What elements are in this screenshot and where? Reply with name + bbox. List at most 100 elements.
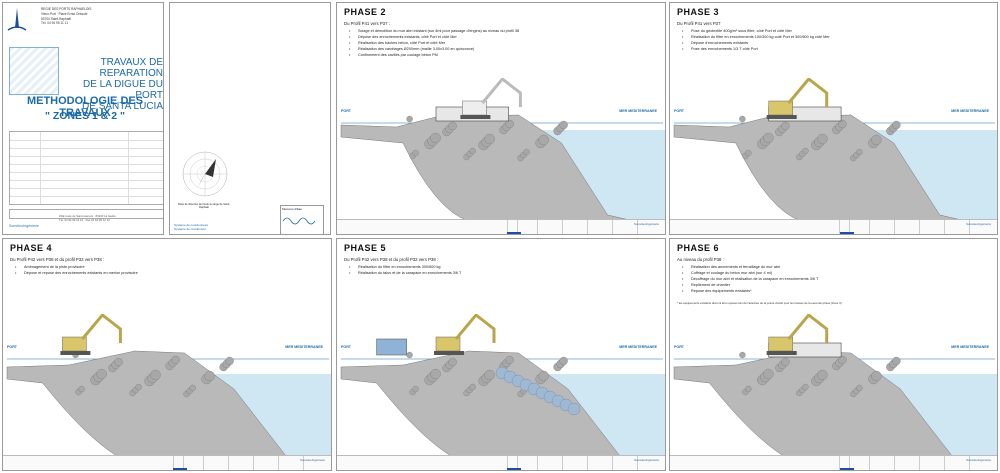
phase-task-item: Décoffrage du mur abri et réalisation de… [682, 276, 818, 282]
rock-block [559, 356, 568, 366]
phase-task-list: Sciage et démolition du mur abri existan… [344, 28, 519, 58]
regie-logo-icon [7, 8, 27, 31]
phase-task-item: Sciage et démolition du mur abri existan… [349, 28, 519, 34]
phase-title: PHASE 6 [677, 243, 720, 253]
rock-block [817, 133, 828, 145]
rock-block [781, 357, 790, 367]
rock-block [523, 148, 530, 156]
title-block: SoméleoIngénierie [670, 219, 997, 234]
breakwater-rocks [6, 350, 288, 457]
cross-section-drawing [673, 78, 997, 221]
rock-block [430, 368, 441, 380]
somelec-logo: SoméleoIngénierie [299, 458, 325, 462]
rock-block [817, 369, 828, 381]
coord-system: Système de coordonnées Système de nivell… [174, 223, 209, 231]
cover-footer-text: ZAE route de Saint-Laurent · 83130 La Ga… [59, 214, 116, 222]
phase-task-item: Repose des équipements existants* [682, 288, 818, 294]
somelec-logo: SoméleoIngénierie [9, 224, 39, 228]
cross-section-drawing [340, 314, 665, 457]
rock-block [856, 148, 863, 156]
methodology-title: METHODOLOGIE DES TRAVAUX [26, 95, 144, 119]
rock-block [745, 385, 752, 393]
phase-task-item: Dépose des enrochements existants, côté … [349, 34, 519, 40]
rock-block [781, 121, 790, 131]
rock-block [225, 356, 234, 366]
rock-block [78, 385, 85, 393]
excavator-icon [766, 78, 829, 119]
rock-block [204, 370, 215, 382]
phase-task-item: Réalisation du talus et de la carapace e… [349, 270, 461, 276]
phase-title: PHASE 5 [344, 243, 387, 253]
cover-project-title: TRAVAUX DE REPARATION DE LA DIGUE DU POR… [82, 57, 163, 112]
breakwater-rocks [673, 350, 954, 457]
port-label: PORT [341, 109, 351, 113]
sea-label: MER MEDITERRANEE [951, 345, 989, 349]
phase-task-item: Réalisation des bâches béton, côté Port … [349, 40, 519, 46]
regie-logo-icon [840, 457, 854, 470]
rock-block [739, 351, 746, 359]
rock-block [469, 383, 476, 391]
cover-address: REGIE DES PORTS RAPHAELOIS Vieux-Port · … [41, 7, 92, 26]
rock-block [448, 121, 457, 131]
phase-task-list: Réalisation du filtre en enrochements 30… [344, 264, 461, 276]
rock-block [763, 368, 774, 380]
cross-section-drawing [673, 314, 997, 457]
rock-block [469, 147, 476, 155]
somelec-logo: SoméleoIngénierie [965, 458, 991, 462]
phase-task-item: Dépose d'enrochements existants [682, 40, 830, 46]
filter-rock-block [567, 402, 581, 416]
phase-sheet-6: PHASE 6 Au niveau du profil P38 : Réalisat… [669, 238, 998, 471]
regie-logo-icon [840, 221, 854, 234]
phase-task-item: Pose du géotextile 400g/m² sous filtre, … [682, 28, 830, 34]
rock-block [892, 120, 901, 130]
cross-section-drawing [340, 78, 665, 221]
regie-logo-icon [507, 221, 521, 234]
excavator-icon [460, 78, 522, 119]
rock-block [406, 115, 413, 123]
rock-block [412, 149, 419, 157]
rock-block [871, 370, 882, 382]
breakwater-rocks [340, 350, 622, 457]
port-label: PORT [7, 345, 17, 349]
phase-task-item: Réalisation des carottages Ø200mm (maill… [349, 46, 519, 52]
rock-block [538, 134, 549, 146]
phase-title: PHASE 2 [344, 7, 387, 17]
rock-block [171, 355, 180, 365]
rock-block [871, 134, 882, 146]
phase-sheet-2: PHASE 2 Du Profil P41 vers P37 : Sciage et… [336, 2, 666, 235]
phase-task-item: Aménagement de la piste provisoire [15, 264, 138, 270]
regie-logo-icon [173, 457, 187, 470]
phase-profil: Du Profil P41 vers P37 [677, 21, 721, 26]
excavator-icon [766, 314, 829, 355]
phase-task-item: Réalisation du filtre en enrochements 30… [349, 264, 461, 270]
title-block: SoméleoIngénierie [337, 219, 665, 234]
port-label: PORT [674, 345, 684, 349]
title-block: SoméleoIngénierie [670, 455, 997, 470]
cross-section-drawing [6, 314, 331, 457]
phase-task-item: Dépose et repose des enrochements exista… [15, 270, 138, 276]
rock-block [448, 357, 457, 367]
sea-label: MER MEDITERRANEE [951, 109, 989, 113]
breakwater-rocks [340, 114, 635, 221]
phase-profil: Au niveau du profil P38 : [677, 257, 724, 262]
phase-task-item: Pose des enrochements 1/3 T côté Port [682, 46, 830, 52]
somelec-logo: SoméleoIngénierie [633, 222, 659, 226]
phase-task-item: Repliement de chantier [682, 282, 818, 288]
rock-block [802, 383, 809, 391]
phase-sheet-3: PHASE 3Du Profil P41 vers P37Pose du géo… [669, 2, 998, 235]
title-block: SoméleoIngénierie [3, 455, 331, 470]
rock-block [412, 385, 419, 393]
somelec-logo: SoméleoIngénierie [965, 222, 991, 226]
rock-block [114, 357, 123, 367]
phase-profil: Du Profil P41 vers P37 : [344, 21, 390, 26]
phase-task-list: Réalisation des ancrements et ferraillag… [677, 264, 818, 294]
rock-block [745, 149, 752, 157]
legend-sheet: Rose de direction de houle au large de S… [169, 2, 331, 235]
rock-block [484, 369, 495, 381]
rock-block [505, 355, 514, 365]
phase-task-item: Confinement des cavités par coulage béto… [349, 52, 519, 58]
somelec-logo: SoméleoIngénierie [633, 458, 659, 462]
truck-icon [376, 338, 407, 356]
rock-block [96, 368, 107, 380]
